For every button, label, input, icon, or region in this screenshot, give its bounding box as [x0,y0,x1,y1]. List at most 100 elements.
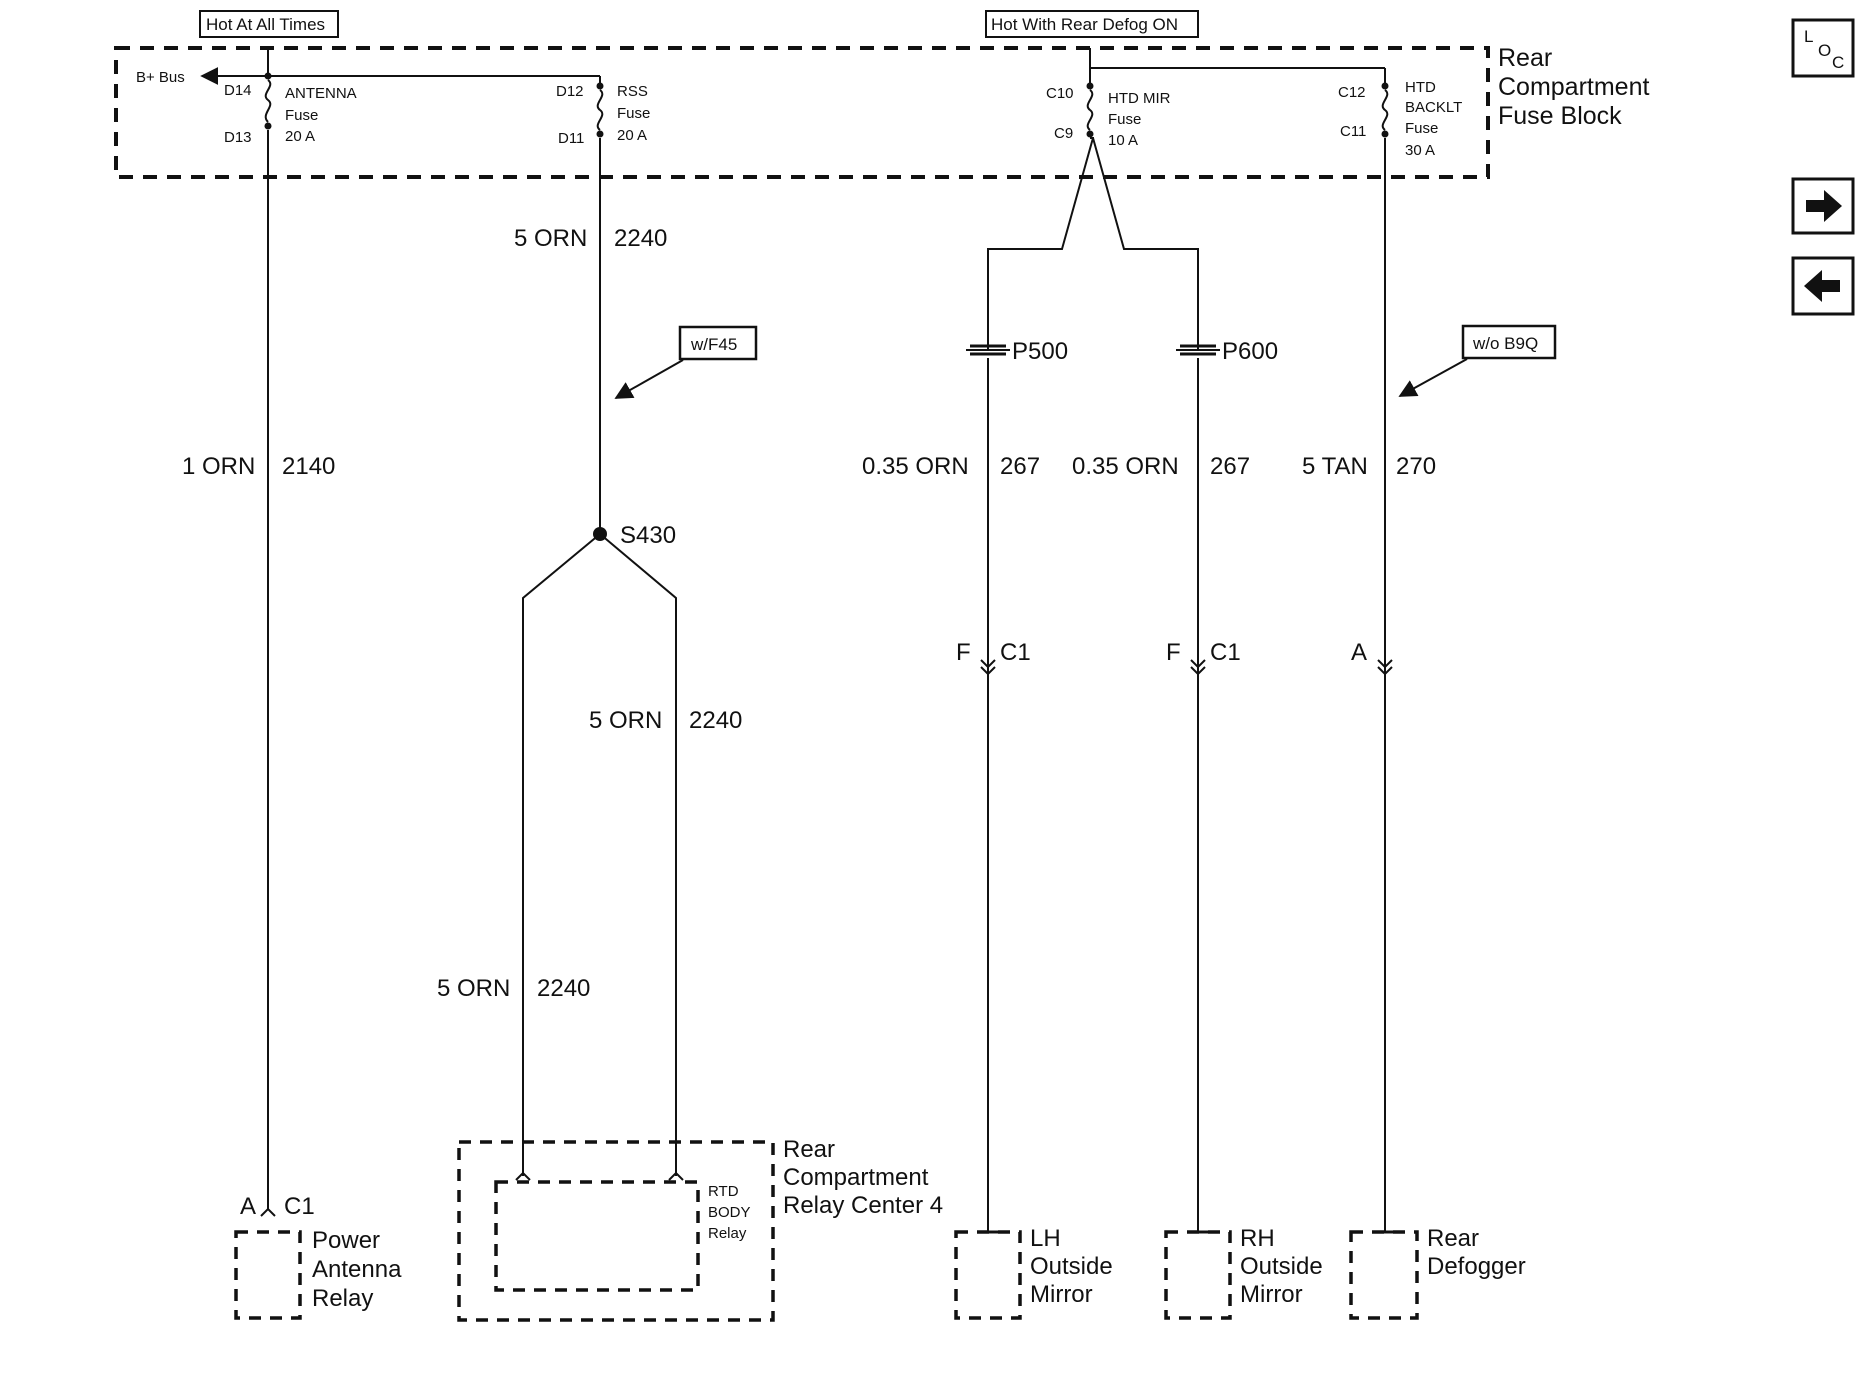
hot-with-rear-defog-label: Hot With Rear Defog ON [991,15,1178,34]
rss-wire-left-gauge: 5 ORN [437,975,510,1002]
fuse-block-title-3: Fuse Block [1498,102,1622,130]
antenna-connector-name: C1 [284,1193,315,1220]
rss-fuse-in-pin: D12 [556,83,584,100]
wf45-option-label: w/F45 [690,335,737,354]
rss-wire-left-branch [522,533,601,1176]
rtd-relay-left-terminal [515,1171,531,1181]
arrow-right-icon [1806,190,1842,222]
lh-connector-male-1 [980,659,996,669]
lh-connector-pin: F [956,639,971,666]
rtd-body-relay-label-1: RTD [708,1183,739,1200]
rh-mirror-wire-gauge: 0.35 ORN [1072,453,1179,480]
wob9q-option-box [1461,324,1557,360]
power-antenna-relay-label-3: Relay [312,1285,373,1312]
rear-defogger-box [1349,1230,1419,1320]
rtd-body-relay-box [494,1180,700,1292]
htd-mir-right-split [1092,137,1199,350]
rss-wire-right-circuit: 2240 [689,707,742,734]
next-page-button[interactable] [1791,177,1855,235]
rtd-body-relay-label-2: BODY [708,1204,751,1221]
rss-wire-right-branch [599,533,677,1176]
defog-connector-male-1 [1377,659,1393,669]
htd-backlt-fuse-word: Fuse [1405,120,1438,137]
htd-backlt-fuse [1381,82,1389,138]
rss-fuse-word: Fuse [617,105,650,122]
rh-mirror-wire-circuit: 267 [1210,453,1250,480]
rh-connector-male-1 [1190,659,1206,669]
defog-connector-pin: A [1351,639,1367,666]
rh-outside-mirror-box [1164,1230,1232,1320]
rss-wire-top-gauge: 5 ORN [514,225,587,252]
htd-backlt-fuse-rating: 30 A [1405,142,1435,159]
htd-mir-fuse-name: HTD MIR [1108,90,1171,107]
rss-wire-left-circuit: 2240 [537,975,590,1002]
b-plus-bus-label: B+ Bus [136,69,185,86]
htd-mir-fuse-word: Fuse [1108,111,1141,128]
lh-connector-male-2 [980,666,996,676]
antenna-connector-female [260,1207,276,1217]
loc-letter-o: O [1818,41,1831,60]
htd-mir-fuse [1086,82,1094,138]
antenna-fuse-out-pin: D13 [224,129,252,146]
rss-fuse-rating: 20 A [617,127,647,144]
antenna-connector-pin: A [240,1193,256,1220]
rh-outside-mirror-label-2: Outside [1240,1253,1323,1280]
antenna-fuse-name: ANTENNA [285,85,357,102]
rss-fuse-out-pin: D11 [558,130,584,147]
rtd-relay-right-terminal [668,1171,684,1181]
htd-backlt-fuse-name-2: BACKLT [1405,99,1462,116]
defog-connector-male-2 [1377,666,1393,676]
htd-backlt-fuse-name-1: HTD [1405,79,1436,96]
wob9q-option-arrow [1398,358,1468,397]
lh-outside-mirror-box [954,1230,1022,1320]
lh-outside-mirror-label-2: Outside [1030,1253,1113,1280]
p600-label: P600 [1222,338,1278,365]
htd-mir-left-split [987,137,1094,350]
rtd-body-relay-label-3: Relay [708,1225,747,1242]
s430-splice-label: S430 [620,522,676,549]
p500-label: P500 [1012,338,1068,365]
power-antenna-relay-box [234,1230,302,1320]
loc-letter-c: C [1832,53,1844,72]
lh-connector-name: C1 [1000,639,1031,666]
loc-letter-l: L [1804,27,1813,46]
relay-center-4-label-1: Rear [783,1136,835,1163]
rear-defogger-label-1: Rear [1427,1225,1479,1252]
antenna-wire-gauge: 1 ORN [182,453,255,480]
rh-connector-pin: F [1166,639,1181,666]
lh-outside-mirror-label-1: LH [1030,1225,1061,1252]
rh-outside-mirror-label-3: Mirror [1240,1281,1303,1308]
rh-connector-male-2 [1190,666,1206,676]
htd-mir-fuse-in-pin: C10 [1046,85,1074,102]
hot-at-all-times-box [199,10,339,38]
wf45-option-arrow [614,359,684,399]
relay-center-4-label-3: Relay Center 4 [783,1192,943,1219]
p500-pass-through [966,344,1010,356]
rss-wire-right-gauge: 5 ORN [589,707,662,734]
power-antenna-relay-label-2: Antenna [312,1256,402,1283]
fuse-block-outline [114,46,1490,179]
power-antenna-relay-label-1: Power [312,1227,380,1254]
antenna-fuse [264,72,272,130]
htd-backlt-fuse-out-pin: C11 [1340,123,1366,140]
relay-center-4-box [457,1140,775,1322]
prev-page-button[interactable] [1791,256,1855,316]
relay-center-4-label-2: Compartment [783,1164,929,1191]
lh-mirror-wire-gauge: 0.35 ORN [862,453,969,480]
lh-mirror-wire-circuit: 267 [1000,453,1040,480]
rss-fuse [596,82,604,138]
wob9q-option-label: w/o B9Q [1472,334,1538,353]
htd-mir-fuse-out-pin: C9 [1054,125,1073,142]
htd-mir-fuse-rating: 10 A [1108,132,1138,149]
rear-defogger-label-2: Defogger [1427,1253,1526,1280]
htd-backlt-fuse-in-pin: C12 [1338,84,1366,101]
wf45-option-box [678,325,758,361]
hot-with-rear-defog-box [985,10,1199,38]
fuse-block-title-2: Compartment [1498,73,1649,101]
loc-button[interactable]: L O C [1791,18,1855,78]
antenna-fuse-rating: 20 A [285,128,315,145]
p600-pass-through [1176,344,1220,356]
antenna-fuse-in-pin: D14 [224,82,252,99]
arrow-left-icon [1804,270,1840,302]
